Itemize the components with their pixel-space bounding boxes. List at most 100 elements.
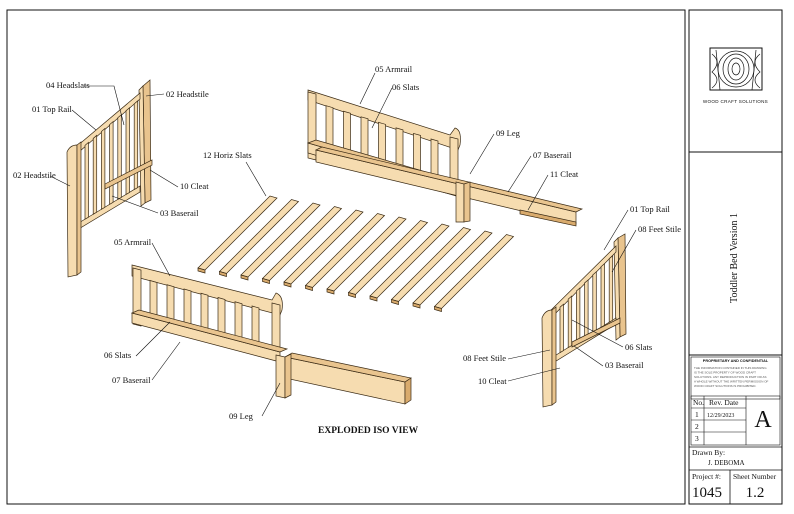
back-side-cleat [519, 209, 577, 227]
feet-slat [559, 303, 564, 354]
horiz-slat-end [348, 292, 356, 298]
feet-slat [608, 254, 614, 323]
rev-1-date: 12/29/2023 [707, 413, 734, 419]
horiz-slat-end [434, 306, 442, 312]
back-armrail [307, 89, 461, 151]
callout-hb-headstile-left: 02 Headstile [13, 170, 56, 180]
callout-hb-headstile-top: 02 Headstile [166, 89, 209, 99]
horiz-slat-end [369, 295, 378, 302]
callout-fb-feetstile-right: 08 Feet Stile [638, 224, 681, 234]
proprietary-line-2: IS THE SOLE PROPERTY OF WOOD CRAFT [694, 371, 756, 375]
horiz-slat-end [219, 271, 227, 277]
title-block: WOOD CRAFT SOLUTIONS Toddler Bed Version… [689, 47, 782, 504]
callout-ba-slats: 06 Slats [392, 82, 419, 92]
company-name: WOOD CRAFT SOLUTIONS [703, 99, 768, 104]
feet-stile-right-face [613, 237, 621, 341]
revision-table [690, 395, 781, 446]
horiz-slat-end [240, 274, 249, 281]
rev-header-date: Rev. Date [709, 398, 739, 407]
proprietary-heading: PROPRIETARY AND CONFIDENTIAL [703, 359, 769, 363]
feet-stile-left-edge [551, 306, 557, 406]
front-arm-post-right [271, 302, 281, 351]
headslat [117, 113, 122, 200]
back-leg-side [463, 181, 471, 223]
sheet-label: Sheet Number [733, 472, 777, 481]
front-arm-slats [149, 280, 260, 348]
callout-fb-slats: 06 Slats [625, 342, 652, 352]
feet-stile-left [541, 309, 553, 408]
headstile-left-edge [76, 141, 82, 276]
headslat [133, 100, 139, 191]
wood-grain-icon [711, 49, 761, 91]
headboard-assembly [66, 79, 153, 278]
project-number: 1045 [692, 485, 722, 501]
title-block-border [688, 9, 783, 505]
project-label: Project #: [692, 472, 721, 481]
headslat [84, 141, 89, 220]
front-leg-side [284, 353, 292, 399]
front-arm-assembly [130, 264, 412, 405]
back-leg [455, 181, 465, 223]
callout-ba-armrail: 05 Armrail [375, 64, 413, 74]
drawn-by-label: Drawn By: [692, 448, 725, 457]
horiz-slat-end [305, 285, 313, 291]
feet-slat [600, 263, 605, 328]
back-arm-post-right [449, 136, 459, 181]
callout-fa-baserail: 07 Baserail [112, 375, 151, 385]
footboard-top-rail [545, 245, 617, 322]
feet-slat [584, 279, 589, 338]
horiz-slat-end [326, 288, 335, 295]
view-title: EXPLODED ISO VIEW [318, 426, 419, 436]
callout-ba-cleat: 11 Cleat [550, 169, 579, 179]
rev-1-no: 1 [695, 410, 699, 419]
headstile-left [66, 144, 78, 278]
leader-lines [49, 72, 637, 417]
drawing-border [6, 9, 686, 505]
proprietary-line-3: SOLUTIONS. ANY REPRODUCTION IN PART OR A… [694, 375, 766, 379]
horiz-slat-end [197, 267, 206, 274]
callout-fb-feetstile-left: 08 Feet Stile [463, 353, 506, 363]
footboard-assembly [541, 233, 627, 408]
horiz-slat-end [283, 281, 292, 288]
callout-ba-leg: 09 Leg [496, 128, 521, 138]
proprietary-line-5: WOOD CRAFT SOLUTIONS IS PROHIBITED. [694, 384, 756, 388]
proprietary-line-4: A WHOLE WITHOUT THE WRITTEN PERMISSION O… [694, 380, 769, 384]
drawing-title: Toddler Bed Version 1 [729, 213, 740, 303]
callout-fb-cleat: 10 Cleat [478, 376, 507, 386]
headboard-base-rail [71, 185, 141, 234]
headboard-cleat [104, 159, 153, 190]
company-logo: WOOD CRAFT SOLUTIONS [703, 47, 768, 104]
headslat [109, 120, 114, 205]
headslat [101, 127, 106, 210]
front-armrail [131, 264, 283, 316]
callout-fb-baserail: 03 Baserail [605, 360, 644, 370]
horiz-slat-end [412, 302, 421, 309]
back-side-rail-top [314, 146, 584, 213]
proprietary-line-1: THE INFORMATION CONTAINED IN THIS DRAWIN… [694, 366, 767, 370]
feet-slat [576, 287, 581, 344]
drawn-by-name: J. DEBOMA [708, 459, 745, 467]
rev-header-no: No. [693, 398, 704, 407]
callout-hb-toprail: 01 Top Rail [32, 104, 72, 114]
feet-slat [592, 271, 597, 333]
horiz-slat-end [262, 278, 270, 284]
callout-horiz-slats: 12 Horiz Slats [203, 150, 252, 160]
front-arm-baserail-top [130, 309, 289, 353]
back-arm-assembly [306, 89, 584, 227]
callout-labels: 04 Headslats 01 Top Rail 02 Headstile 02… [13, 64, 681, 436]
front-leg [275, 354, 286, 399]
sheet-number: 1.2 [746, 485, 765, 501]
headslat [92, 134, 98, 215]
headslat [125, 107, 130, 196]
back-arm-slats [325, 105, 439, 182]
callout-ba-baserail: 07 Baserail [533, 150, 572, 160]
front-side-rail-end [404, 377, 412, 405]
callout-hb-baserail: 03 Baserail [160, 208, 199, 218]
horiz-slat-end [391, 299, 399, 305]
callout-fa-slats: 06 Slats [104, 350, 131, 360]
rev-3-no: 3 [695, 434, 699, 443]
callout-fb-toprail: 01 Top Rail [630, 204, 670, 214]
horizontal-slats [197, 195, 515, 312]
feet-slat [567, 295, 573, 349]
